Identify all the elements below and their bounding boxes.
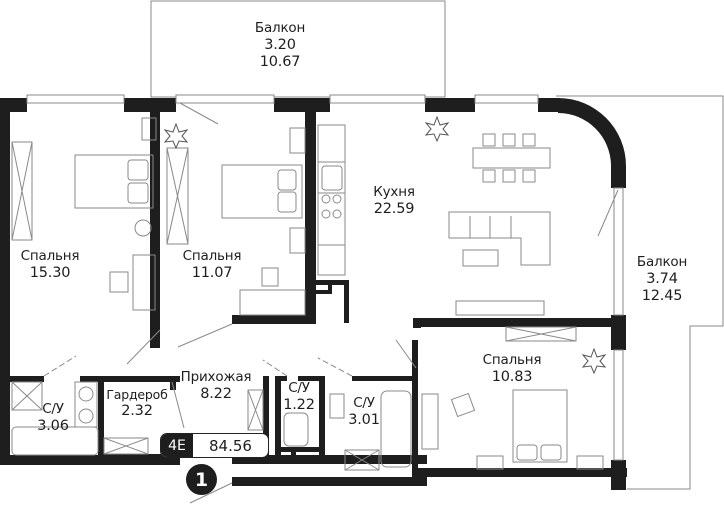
room-name: Прихожая [180,369,252,385]
room-area: 22.59 [373,201,415,217]
room-name: Гардероб [106,387,168,402]
room-label-kitchen: Кухня 22.59 [358,184,430,218]
balcony-right-outline [556,95,724,490]
room-area: 3.01 [348,412,380,428]
room-label-balcony-right: Балкон 3.74 12.45 [628,254,696,305]
entrance-marker: 1 [186,464,217,495]
shower-drain-icon [344,449,380,471]
room-area: 3.74 [646,271,678,287]
room-label-balcony-top: Балкон 3.20 10.67 [240,20,320,71]
room-label-bedroom-2: Спальня 11.07 [172,248,252,282]
room-name: Спальня [182,248,242,264]
apartment-type-code: 4Е [161,434,193,457]
apartment-badge: 4Е 84.56 [160,433,269,458]
room-area: 11.07 [191,265,233,281]
room-label-bathroom-2: С/У 1.22 [277,380,321,414]
walls [0,98,627,490]
balcony-top-outline [150,0,446,98]
room-label-bathroom-3: С/У 3.01 [344,395,384,429]
bed-icon [221,164,303,219]
ceiling-light-icon [163,115,607,375]
toilet-icon [283,412,309,447]
room-name: Спальня [482,352,542,368]
room-label-bedroom-3: Спальня 10.83 [472,352,552,386]
shower-drain-icon [11,381,43,411]
bathtub-icon [11,426,99,456]
room-name: С/У [42,401,64,417]
wardrobe-icon [505,326,577,342]
bed-icon [74,154,154,209]
sofa-icon [448,211,551,266]
room-area: 15.30 [29,265,71,281]
kitchen-counter [317,124,346,276]
room-name: Балкон [636,254,688,270]
dining-table-icon [472,147,551,169]
room-area: 3.20 [264,37,296,53]
room-label-bedroom-1: Спальня 15.30 [10,248,90,282]
room-name: Кухня [373,184,415,200]
room-name: С/У [353,395,375,411]
room-name: С/У [288,380,310,396]
wardrobe-icon [166,147,189,245]
bed-icon [512,389,568,463]
room-label-bathroom-1: С/У 3.06 [28,401,78,435]
room-name: Балкон [254,20,306,36]
room-name: Спальня [20,248,80,264]
room-area: 2.32 [121,403,153,419]
room-label-wardrobe: Гардероб 2.32 [102,386,172,420]
wardrobe-icon [11,141,33,241]
room-label-hallway: Прихожая 8.22 [176,369,256,403]
room-area-full: 10.67 [259,54,301,70]
sink-icon [321,165,343,191]
bathtub-icon [380,390,412,468]
room-area: 1.22 [283,397,315,413]
room-area: 3.06 [37,418,69,434]
room-area: 10.83 [491,369,533,385]
room-area: 8.22 [200,386,232,402]
room-area-full: 12.45 [641,288,683,304]
apartment-total-area: 84.56 [209,436,252,455]
